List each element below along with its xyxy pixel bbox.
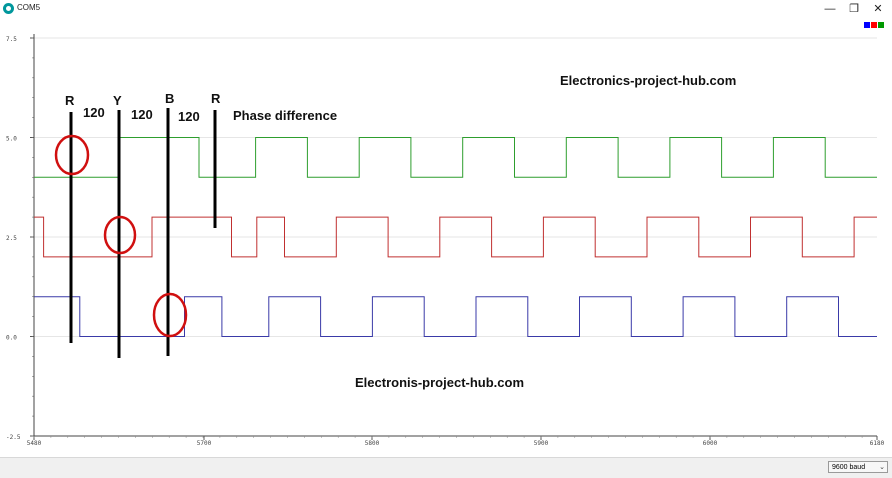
phase-degree-label: 120: [83, 105, 105, 120]
baud-rate-select[interactable]: 9600 baud ⌄: [828, 461, 888, 473]
series-line: [34, 216, 877, 258]
highlight-ellipse: [103, 215, 137, 255]
phase-difference-title: Phase difference: [233, 108, 337, 123]
series-line: [34, 296, 877, 337]
phase-label: R: [211, 91, 221, 106]
phase-label: B: [165, 91, 174, 106]
y-tick-label: 7.5: [6, 36, 17, 43]
phase-label: R: [65, 93, 75, 108]
series-color-legend: [864, 22, 884, 28]
phase-degree-label: 120: [131, 107, 153, 122]
close-button[interactable]: ✕: [873, 3, 883, 15]
watermark-text: Electronis-project-hub.com: [355, 375, 524, 390]
blue-swatch: [864, 22, 870, 28]
highlight-ellipse: [152, 292, 188, 338]
arduino-icon: [3, 3, 14, 14]
x-tick-label: 6180: [870, 440, 885, 447]
x-tick-label: 6000: [703, 440, 718, 447]
red-swatch: [871, 22, 877, 28]
highlight-ellipse: [54, 134, 90, 176]
restore-button[interactable]: ❐: [849, 3, 859, 15]
window-title: COM5: [17, 3, 41, 12]
y-tick-label: -2.5: [6, 434, 21, 441]
x-tick-label: 5480: [27, 440, 42, 447]
green-swatch: [878, 22, 884, 28]
y-tick-label: 2.5: [6, 235, 17, 242]
serial-plotter-chart: 7.5 5.0 2.5 0.0 -2.5 5480 5700 5800 5900 6000 6180…: [6, 34, 885, 447]
status-bar: 9600 baud ⌄: [0, 457, 892, 478]
chevron-down-icon: ⌄: [879, 464, 885, 471]
baud-rate-value: 9600 baud: [832, 464, 866, 471]
y-tick-label: 5.0: [6, 136, 17, 143]
phase-degree-label: 120: [178, 109, 200, 124]
x-tick-label: 5800: [365, 440, 380, 447]
title-bar: COM5 — ❐ ✕: [0, 0, 892, 18]
y-tick-label: 0.0: [6, 335, 17, 342]
x-tick-label: 5900: [534, 440, 549, 447]
minimize-button[interactable]: —: [824, 3, 836, 15]
x-tick-label: 5700: [197, 440, 212, 447]
watermark-text: Electronics-project-hub.com: [560, 73, 736, 88]
series-line: [34, 137, 877, 178]
phase-label: Y: [113, 93, 122, 108]
